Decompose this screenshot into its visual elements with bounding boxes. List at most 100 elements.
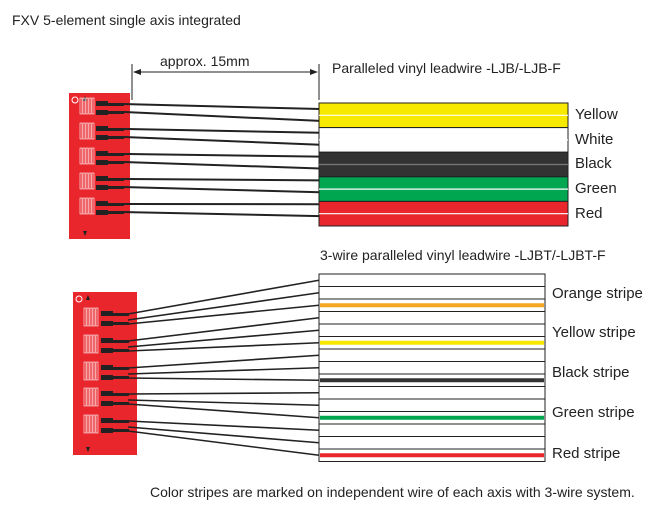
- top-grid-line-4-0: [79, 197, 83, 215]
- top-lead-wire-1: [123, 111, 321, 122]
- bottom-lead-lower-2: [113, 376, 129, 379]
- top-tab-upper-1: [96, 126, 108, 131]
- bottom-alignment-mark-bottom: [86, 447, 90, 452]
- bottom-grid-line-3-4: [95, 387, 99, 407]
- top-grid-line-3-3: [88, 172, 92, 190]
- bottom-grid-line-2-1: [86, 361, 90, 381]
- top-lead-wire-3: [123, 136, 321, 146]
- bottom-tab-lower-1: [101, 348, 113, 353]
- bottom-conductor-9: [318, 386, 546, 400]
- top-lead-wire-6: [123, 178, 321, 182]
- bottom-grid-line-2-3: [92, 361, 96, 381]
- top-lead-wire-4: [123, 153, 321, 158]
- bottom-wire-label-green: Green stripe: [552, 404, 635, 421]
- bottom-tab-upper-3: [101, 391, 113, 396]
- bottom-lead-wire-7: [127, 366, 320, 375]
- top-lead-lower-0: [108, 111, 124, 114]
- top-lead-upper-2: [108, 153, 124, 156]
- bottom-tab-lower-0: [101, 321, 113, 326]
- bottom-tab-upper-0: [101, 311, 113, 316]
- top-tab-lower-4: [96, 210, 108, 215]
- top-grid-line-0-3: [88, 97, 92, 115]
- top-grid-line-1-2: [85, 122, 89, 140]
- top-lead-upper-4: [108, 203, 124, 206]
- top-tab-upper-0: [96, 101, 108, 106]
- bottom-grid-line-1-1: [86, 334, 90, 354]
- bottom-grid-line-1-4: [95, 334, 99, 354]
- top-grid-line-3-2: [85, 172, 89, 190]
- top-lead-lower-4: [108, 211, 124, 214]
- top-tab-upper-4: [96, 201, 108, 206]
- dimension-arrow-right: [310, 69, 318, 75]
- top-tab-lower-3: [96, 185, 108, 190]
- bottom-wire-label-yellow: Yellow stripe: [552, 324, 636, 341]
- bottom-lead-upper-2: [113, 367, 129, 370]
- top-grid-line-3-1: [82, 172, 86, 190]
- top-tab-upper-3: [96, 176, 108, 181]
- top-tab-lower-1: [96, 135, 108, 140]
- bottom-grid-line-4-2: [89, 414, 93, 434]
- bottom-tab-lower-4: [101, 428, 113, 433]
- bottom-lead-wire-6: [127, 354, 320, 369]
- bottom-wire-label-red: Red stripe: [552, 445, 621, 462]
- top-lead-upper-1: [108, 128, 124, 131]
- bottom-lead-wire-1: [127, 291, 320, 321]
- bottom-grid-line-4-4: [95, 414, 99, 434]
- top-alignment-mark-bottom: [83, 231, 87, 236]
- bottom-grid-line-0-3: [92, 307, 96, 327]
- bottom-lead-lower-4: [113, 429, 129, 432]
- bottom-grid-line-4-0: [83, 414, 87, 434]
- top-lead-wire-9: [123, 211, 321, 218]
- top-grid-line-4-2: [85, 197, 89, 215]
- footnote: Color stripes are marked on independent …: [150, 484, 635, 500]
- top-grid-line-0-4: [91, 97, 95, 115]
- bottom-conductor-12: [318, 423, 546, 437]
- bottom-lead-lower-3: [113, 402, 129, 405]
- top-grid-line-1-1: [82, 122, 86, 140]
- bottom-lead-wire-14: [127, 430, 320, 457]
- top-wire-label-white: White: [575, 131, 614, 148]
- bottom-lead-wire-13: [127, 426, 320, 444]
- top-grid-line-2-4: [91, 147, 95, 165]
- dimension-arrow-left: [133, 69, 141, 75]
- top-section-title: Paralleled vinyl leadwire -LJB/-LJB-F: [332, 60, 561, 76]
- bottom-grid-line-3-0: [83, 387, 87, 407]
- top-grid-line-1-4: [91, 122, 95, 140]
- top-tab-lower-0: [96, 110, 108, 115]
- bottom-lead-upper-3: [113, 393, 129, 396]
- top-grid-line-2-0: [79, 147, 83, 165]
- bottom-lead-wire-12: [127, 420, 320, 432]
- bottom-grid-line-1-0: [83, 334, 87, 354]
- bottom-conductor-4: [318, 323, 546, 337]
- bottom-tab-lower-2: [101, 375, 113, 380]
- bottom-lead-upper-0: [113, 313, 129, 316]
- bottom-lead-wire-3: [127, 316, 320, 342]
- top-grid-line-1-0: [79, 122, 83, 140]
- bottom-grid-line-1-3: [92, 334, 96, 354]
- bottom-grid-line-2-2: [89, 361, 93, 381]
- bottom-tab-upper-4: [101, 418, 113, 423]
- bottom-lead-wire-2: [127, 304, 320, 325]
- top-wire-label-green: Green: [575, 180, 617, 197]
- bottom-lead-wire-4: [127, 329, 320, 348]
- bottom-conductor-10: [318, 398, 546, 412]
- bottom-lead-lower-0: [113, 322, 129, 325]
- top-grid-line-1-3: [88, 122, 92, 140]
- bottom-conductor-13: [318, 436, 546, 450]
- bottom-alignment-mark-top: [86, 295, 90, 300]
- bottom-grid-line-1-2: [89, 334, 93, 354]
- bottom-tab-upper-1: [101, 338, 113, 343]
- bottom-grid-line-3-1: [86, 387, 90, 407]
- bottom-conductor-0: [318, 273, 546, 287]
- top-grid-line-4-1: [82, 197, 86, 215]
- bottom-grid-line-0-0: [83, 307, 87, 327]
- bottom-lead-wire-9: [127, 391, 320, 395]
- bottom-lead-upper-1: [113, 340, 129, 343]
- bottom-wire-label-black: Black stripe: [552, 364, 630, 381]
- top-lead-upper-3: [108, 178, 124, 181]
- bottom-wire-label-orange: Orange stripe: [552, 285, 643, 302]
- bottom-grid-line-3-3: [92, 387, 96, 407]
- bottom-conductor-1: [318, 286, 546, 300]
